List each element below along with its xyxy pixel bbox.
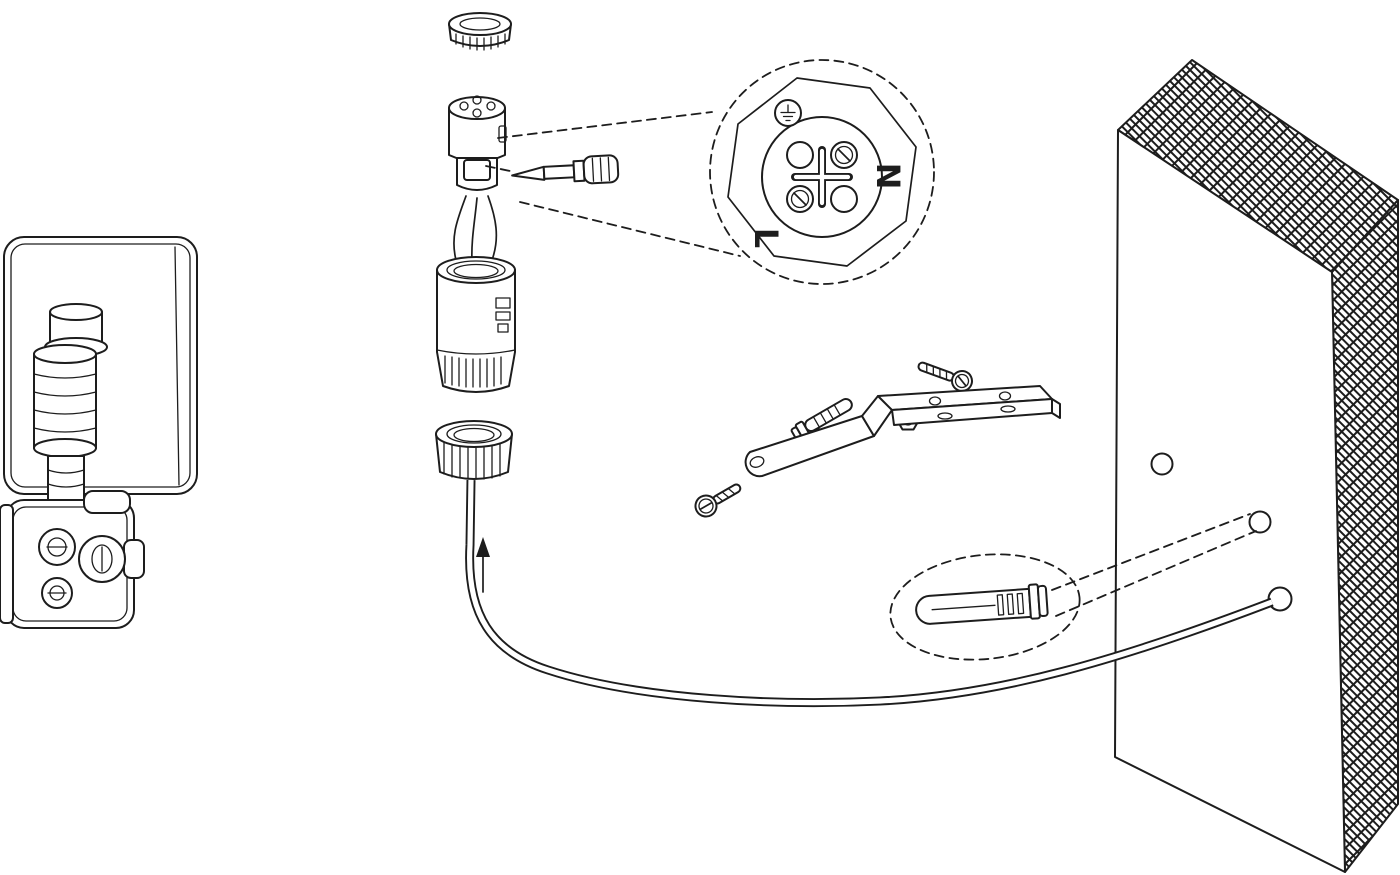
terminal-n-label: N	[869, 163, 907, 190]
gland-marking-1	[495, 297, 511, 309]
terminal-screw-ne-slot	[837, 148, 851, 162]
plug-leader-top	[1051, 513, 1251, 591]
insert-top	[448, 96, 506, 120]
plug-leader-bottom	[1055, 530, 1257, 617]
gland-nut	[435, 420, 513, 480]
bracket-end-lip	[1051, 398, 1061, 419]
wall-plug-slit	[931, 604, 996, 611]
wire-right	[487, 195, 498, 261]
wall-front-face	[1114, 129, 1346, 873]
terminal-l-label: L	[747, 228, 785, 248]
insert-key-slot	[498, 125, 507, 143]
gland-marking-3	[497, 323, 509, 333]
callout-leader-top	[497, 111, 713, 139]
coupler-ribs	[33, 373, 97, 433]
cap-top	[448, 12, 512, 36]
insertion-guide-line	[485, 165, 511, 172]
sealing-cap	[448, 12, 512, 51]
insert-window	[463, 159, 491, 181]
bracket-arm	[744, 415, 875, 478]
wall-plug-detail	[889, 513, 1257, 661]
coupler-top	[33, 344, 97, 364]
wall	[1114, 59, 1399, 873]
gland-marking-2	[495, 311, 511, 321]
floodlight-unit	[0, 236, 198, 629]
insert-hole-3	[486, 101, 496, 111]
hinge-bracket	[0, 490, 145, 629]
screwdriver-grip-lines	[591, 156, 611, 182]
terminal-screw-sw-slot	[793, 192, 807, 206]
neck-bands	[47, 469, 85, 488]
wall-plug-rib-3	[1016, 592, 1025, 615]
cable-gland-body	[436, 256, 516, 393]
terminal-hole-se	[830, 185, 858, 213]
wall-plug-cap	[1036, 584, 1049, 617]
insert-hole-4	[472, 108, 482, 118]
bracket-plate-hole-1	[928, 396, 942, 406]
terminal-screw-ne	[834, 145, 854, 165]
wire-leads	[453, 195, 498, 263]
hinge-knuckle	[83, 490, 131, 514]
bracket-front-slot-1	[937, 412, 953, 420]
bracket-plate-hole-2	[998, 391, 1012, 401]
wire-left	[453, 195, 467, 261]
nut-thread-outer	[446, 424, 502, 444]
housing-seam	[174, 246, 180, 486]
gland-mouth-thread	[453, 263, 499, 279]
power-cable	[465, 479, 1274, 708]
conduit-elbow-top	[49, 303, 103, 321]
insertion-arrow	[476, 537, 490, 593]
mounting-bracket	[744, 385, 1061, 478]
bracket-front-slot-2	[1000, 405, 1016, 413]
callout-ellipse	[889, 553, 1081, 661]
cap-ribs	[455, 33, 506, 51]
conduit-assembly	[33, 303, 108, 501]
conduit-neck	[47, 455, 85, 501]
insert-hole-2	[472, 95, 482, 105]
mounting-bracket-assembly	[694, 361, 1061, 518]
bracket-arm-hole	[749, 456, 765, 468]
callout-leader-bottom	[519, 201, 741, 257]
coupler-bottom	[33, 438, 97, 458]
floodlight-housing	[3, 236, 198, 495]
pivot-screw-head	[91, 544, 113, 574]
wall-hole-top	[1150, 452, 1174, 476]
screwdriver	[511, 154, 620, 185]
screwdriver-shaft	[542, 164, 576, 180]
gland-mouth	[446, 260, 506, 280]
terminal-insert	[448, 95, 507, 191]
bracket-screw-top	[917, 361, 973, 392]
callout-circle	[709, 59, 935, 285]
screwdriver-blade	[511, 165, 546, 181]
wire-middle	[470, 197, 478, 263]
gland-knurl	[444, 355, 502, 388]
nut-thread-inner	[453, 427, 495, 443]
hinge-tab	[123, 539, 145, 579]
wall-plug-rib-1	[996, 594, 1005, 616]
bracket-screw-bottom	[694, 483, 742, 518]
conduit-coupler	[33, 353, 97, 449]
gland-seam	[436, 349, 516, 355]
cap-top-inner	[459, 17, 501, 31]
hinge-side-strip	[0, 504, 14, 624]
terminal-detail-view: N L	[709, 59, 935, 285]
nut-ribs	[443, 439, 501, 480]
wall-plug-rib-2	[1006, 593, 1015, 616]
terminal-hole-nw	[786, 141, 814, 169]
connector-exploded-stack	[435, 12, 516, 480]
wall-hole-middle	[1248, 510, 1272, 534]
housing-inner-edge	[10, 243, 191, 488]
gland-shell	[436, 269, 516, 393]
terminal-screw-sw	[790, 189, 810, 209]
ground-symbol-icon	[774, 99, 802, 127]
insert-hole-1	[459, 101, 469, 111]
